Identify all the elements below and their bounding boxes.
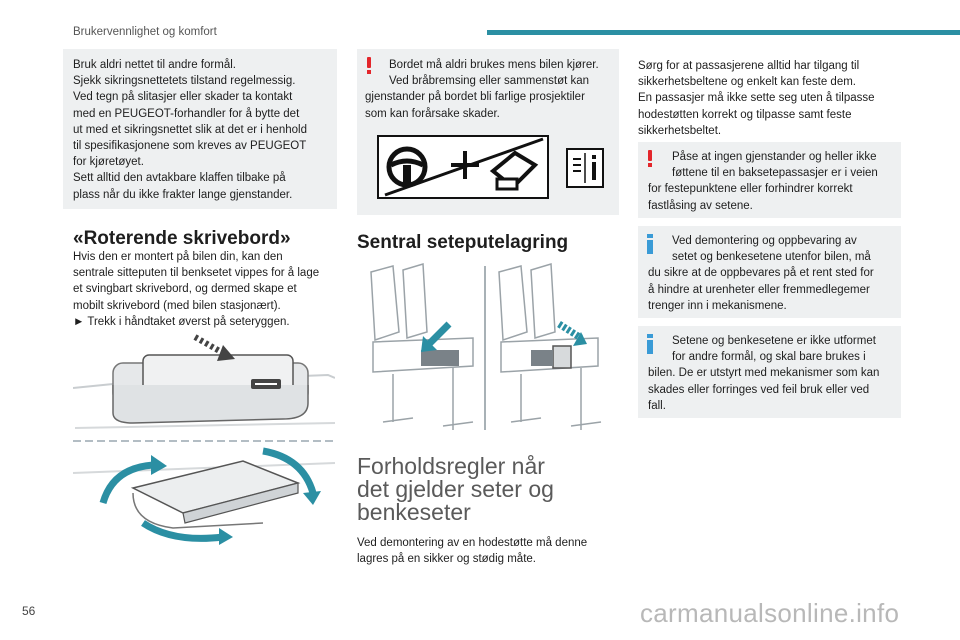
warning-line: Bordet må aldri brukes mens bilen kjører…	[389, 59, 599, 71]
body-line: Ved demontering av en hodestøtte må denn…	[357, 537, 588, 549]
body-line: sikkerhetsbeltet.	[638, 124, 722, 137]
info-line: bilen. De er utstyrt med mekanismer som …	[648, 367, 880, 380]
body-line: et svingbart skrivebord, og dermed skape…	[73, 283, 297, 296]
warning-line: fastlåsing av setene.	[648, 199, 753, 212]
info-box: Ved demontering og oppbevaring av setet …	[638, 226, 901, 318]
precautions-title: Forholdsregler når det gjelder seter og …	[357, 455, 617, 524]
info-line: du sikre at de oppbevares på et rent ste…	[648, 267, 874, 280]
warning-line: Ved bråbremsing eller sammenstøt kan	[389, 75, 590, 88]
running-header: Brukervennlighet og komfort	[73, 26, 217, 38]
section-heading-storage: Sentral seteputelagring	[357, 232, 569, 253]
section-heading-desk: «Roterende skrivebord»	[73, 228, 291, 249]
note-line: Bruk aldri nettet til andre formål.	[73, 59, 236, 71]
note-line: Sjekk sikringsnettetets tilstand regelme…	[73, 75, 296, 88]
warning-box: Påse at ingen gjenstander og heller ikke…	[638, 142, 901, 218]
info-line: å hindre at urenheter eller fremmedlegem…	[648, 283, 870, 296]
note-line: Ved tegn på slitasjer eller skader ta ko…	[73, 91, 293, 104]
note-line: for kjøretøyet.	[73, 156, 144, 169]
info-line: setet og benkesetene utenfor bilen, må	[672, 251, 871, 264]
page-number: 56	[22, 604, 36, 618]
warning-box: Bordet må aldri brukes mens bilen kjører…	[357, 49, 619, 215]
desk-illustration	[73, 333, 335, 549]
info-line: trenger inn i mekanismene.	[648, 299, 787, 312]
header-accent-bar	[487, 30, 960, 35]
info-icon	[646, 334, 654, 356]
seatbelt-intro: Sørg for at passasjerene alltid har tilg…	[638, 58, 900, 139]
step-line: ► Trekk i håndtaket øverst på seteryggen…	[73, 315, 290, 328]
warning-line: Påse at ingen gjenstander og heller ikke	[672, 151, 877, 163]
body-line: lagres på en sikker og stødig måte.	[357, 553, 536, 566]
note-line: med en PEUGEOT-forhandler for å bytte de…	[73, 107, 300, 120]
body-line: mobilt skrivebord (med bilen stasjonært)…	[73, 299, 281, 312]
note-box: Bruk aldri nettet til andre formål. Sjek…	[63, 49, 337, 209]
note-line: Sett alltid den avtakbare klaffen tilbak…	[73, 172, 286, 185]
body-line: Sørg for at passasjerene alltid har tilg…	[638, 60, 860, 72]
precautions-title-line: Forholdsregler når	[357, 453, 545, 479]
info-line: Ved demontering og oppbevaring av	[672, 235, 857, 247]
body-line: hodestøtten korrekt og tilpasse samt fes…	[638, 108, 852, 121]
precautions-title-line: benkeseter	[357, 499, 471, 525]
body-line: Hvis den er montert på bilen din, kan de…	[73, 251, 283, 263]
info-icon	[646, 234, 654, 256]
note-line: til spesifikasjonene som kreves av PEUGE…	[73, 140, 307, 153]
seat-cushion-storage-illustration	[363, 262, 611, 434]
info-line: for andre formål, og skal bare brukes i	[672, 351, 866, 364]
watermark: carmanualsonline.info	[640, 598, 900, 628]
body-line: En passasjer må ikke sette seg uten å ti…	[638, 92, 875, 105]
info-box: Setene og benkesetene er ikke utformet f…	[638, 326, 901, 418]
info-line: skades eller forringes ved feil bruk ell…	[648, 383, 870, 396]
warning-line: gjenstander på bordet bli farlige prosje…	[365, 91, 585, 104]
body-line: sikkerhetsbeltene og enkelt kan feste de…	[638, 76, 856, 89]
info-line: fall.	[648, 399, 666, 412]
note-line: ut med et sikringsnettet slik at det er …	[73, 123, 307, 136]
no-table-while-driving-pictogram	[377, 135, 607, 199]
warning-line: for festepunktene eller forhindrer korre…	[648, 183, 853, 196]
precautions-body: Ved demontering av en hodestøtte må denn…	[357, 535, 619, 567]
desk-body: Hvis den er montert på bilen din, kan de…	[73, 249, 343, 330]
warning-line: føttene til en baksetepassasjer er i vei…	[672, 167, 878, 180]
info-line: Setene og benkesetene er ikke utformet	[672, 335, 876, 347]
warning-icon	[645, 150, 655, 167]
warning-line: som kan forårsake skader.	[365, 107, 500, 120]
body-line: sentrale sitteputen til benksetet vippes…	[73, 267, 320, 280]
precautions-title-line: det gjelder seter og	[357, 476, 554, 502]
warning-icon	[364, 57, 374, 74]
note-line: plass når du ikke frakter lange gjenstan…	[73, 188, 293, 201]
